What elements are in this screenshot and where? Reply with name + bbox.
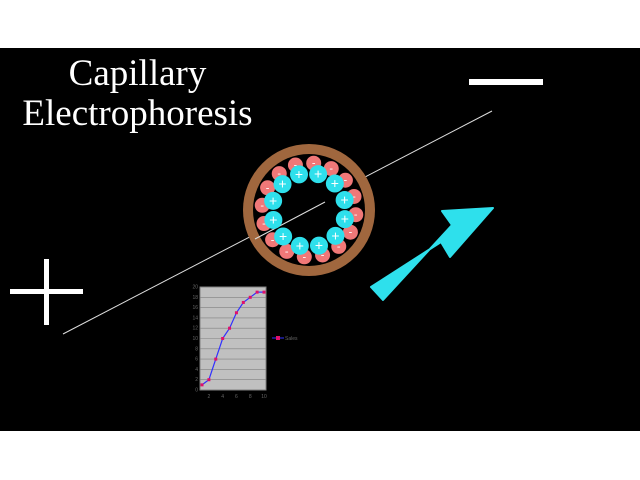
chart-x-tick: 6 — [235, 394, 238, 400]
chart-point — [214, 357, 218, 361]
inset-chart: 0 2 4 6 8 10 12 14 16 18 20 2 4 6 8 10 Sales — [192, 285, 298, 401]
chart-y-tick: 2 — [195, 377, 198, 383]
svg-text:+: + — [331, 227, 339, 243]
chart-y-tick: 0 — [195, 388, 198, 394]
chart-gridlines — [200, 286, 266, 391]
chart-point — [228, 326, 232, 330]
chart-x-tick: 8 — [249, 394, 252, 400]
chart-point — [255, 290, 259, 294]
title-line-1: Capillary — [68, 53, 207, 94]
svg-text:-: - — [302, 251, 306, 263]
capillary-cross-section-icon: ---------------- ++++++++++++ — [243, 144, 375, 276]
svg-text:-: - — [344, 175, 348, 187]
chart-x-tick: 10 — [261, 394, 267, 400]
svg-text:-: - — [312, 158, 316, 170]
svg-text:-: - — [329, 163, 333, 175]
svg-text:+: + — [269, 192, 277, 208]
chart-y-tick: 18 — [192, 295, 198, 301]
chart-x-tick: 2 — [207, 394, 210, 400]
svg-text:-: - — [262, 218, 266, 230]
svg-text:+: + — [278, 176, 286, 192]
chart-series-line — [201, 291, 264, 386]
svg-text:+: + — [269, 211, 277, 227]
chart-y-tick: 16 — [192, 305, 198, 311]
positive-ion: + — [264, 191, 283, 210]
svg-text:+: + — [314, 166, 322, 182]
svg-text:+: + — [341, 192, 349, 208]
chart-legend: Sales — [272, 336, 298, 342]
chart-y-tick: 12 — [192, 326, 198, 332]
chart-y-tick: 8 — [195, 346, 198, 352]
chart-point — [241, 300, 245, 304]
svg-text:+: + — [279, 228, 287, 244]
chart-legend-label: Sales — [285, 336, 298, 342]
positive-ion: + — [309, 236, 328, 255]
positive-ion: + — [274, 227, 293, 246]
svg-text:-: - — [337, 241, 341, 253]
title-line-2: Electrophoresis — [22, 93, 253, 134]
svg-text:-: - — [285, 246, 289, 258]
negative-ion: - — [323, 161, 339, 177]
positive-ion: + — [325, 174, 344, 193]
chart-y-tick-labels: 0 2 4 6 8 10 12 14 16 18 20 — [192, 285, 198, 394]
minus-electrode-icon — [469, 79, 543, 85]
positive-ion: + — [309, 165, 328, 184]
positive-ion-ring: ++++++++++++ — [264, 165, 354, 255]
negative-ion: - — [279, 243, 295, 259]
chart-point — [207, 378, 211, 382]
svg-text:+: + — [315, 237, 323, 253]
chart-y-tick: 6 — [195, 357, 198, 363]
svg-text:+: + — [296, 237, 304, 253]
negative-ion-ring: ---------------- — [254, 155, 364, 265]
positive-ion: + — [264, 210, 283, 229]
chart-x-tick-labels: 2 4 6 8 10 — [207, 394, 267, 400]
chart-point — [200, 383, 204, 387]
chart-point — [234, 311, 238, 315]
positive-ion: + — [290, 165, 309, 184]
chart-y-tick: 4 — [195, 367, 198, 373]
positive-ion: + — [273, 175, 292, 194]
flow-direction-arrow-icon — [370, 207, 494, 301]
chart-point — [262, 290, 266, 294]
slide-title: Capillary Electrophoresis — [0, 54, 275, 134]
chart-point — [248, 295, 252, 299]
svg-text:+: + — [341, 211, 349, 227]
svg-text:-: - — [271, 234, 275, 246]
chart-y-tick: 14 — [192, 315, 198, 321]
svg-text:-: - — [294, 159, 298, 171]
svg-text:-: - — [321, 250, 325, 262]
positive-ion: + — [335, 210, 354, 229]
positive-ion: + — [290, 236, 309, 255]
negative-ion: - — [342, 224, 358, 240]
svg-text:+: + — [331, 175, 339, 191]
chart-x-tick: 4 — [221, 394, 224, 400]
negative-ion: - — [260, 180, 276, 196]
svg-text:-: - — [352, 191, 356, 203]
chart-y-tick: 10 — [192, 336, 198, 342]
chart-point — [221, 337, 225, 340]
chart-y-tick: 20 — [192, 285, 198, 291]
svg-text:-: - — [277, 168, 281, 180]
svg-text:-: - — [354, 209, 358, 221]
svg-text:-: - — [349, 227, 353, 239]
positive-ion: + — [326, 226, 345, 245]
chart-series-points — [200, 290, 266, 387]
svg-text:-: - — [266, 182, 270, 194]
positive-ion: + — [335, 191, 354, 210]
svg-text:+: + — [295, 166, 303, 182]
plus-electrode-icon — [10, 259, 83, 325]
svg-text:-: - — [260, 200, 264, 212]
